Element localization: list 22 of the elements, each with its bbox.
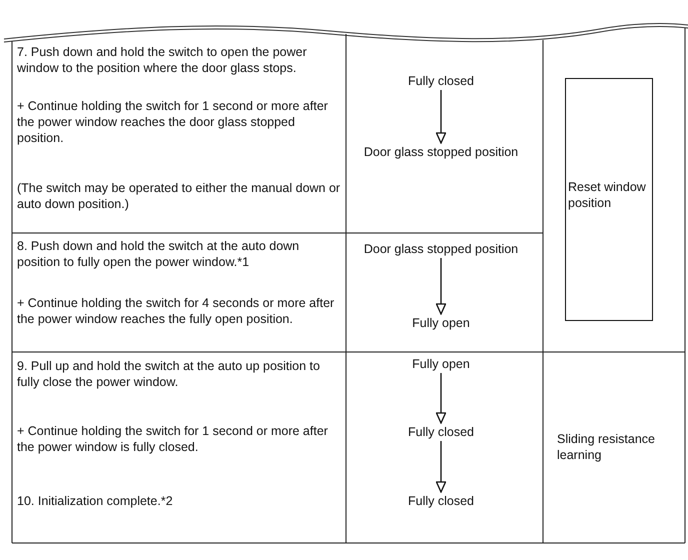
instruction-text: (The switch may be operated to either the manual down or auto down position.) <box>17 180 342 212</box>
state-label: Door glass stopped position <box>364 241 518 257</box>
box-text: Reset window position <box>568 179 647 211</box>
down-arrow <box>436 258 446 315</box>
window-rectangle <box>565 78 653 321</box>
instruction-text: + Continue holding the switch for 1 second or more after the power window reaches the door glass stopped position. <box>17 98 329 146</box>
cell-text: Sliding resistance learning <box>557 431 656 463</box>
instruction-text: + Continue holding the switch for 1 second or more after the power window is fully closed. <box>17 423 329 455</box>
instruction-text: 7. Push down and hold the switch to open the power window to the position where the door glass stops. <box>17 44 308 76</box>
instruction-text: + Continue holding the switch for 4 seconds or more after the power window reaches the fully open position. <box>17 295 336 327</box>
state-label: Fully open <box>412 315 470 331</box>
state-label: Fully closed <box>408 73 474 89</box>
state-label: Fully open <box>412 356 470 372</box>
instruction-text: 8. Push down and hold the switch at the auto down position to fully open the power window.*1 <box>17 238 300 270</box>
down-arrow <box>436 373 446 424</box>
instruction-text: 9. Pull up and hold the switch at the auto up position to fully close the power window. <box>17 358 321 390</box>
down-arrow <box>436 90 446 144</box>
down-arrow <box>436 441 446 493</box>
state-label: Door glass stopped position <box>364 144 518 160</box>
instruction-text: 10. Initialization complete.*2 <box>17 493 174 509</box>
state-label: Fully closed <box>408 424 474 440</box>
state-label: Fully closed <box>408 493 474 509</box>
